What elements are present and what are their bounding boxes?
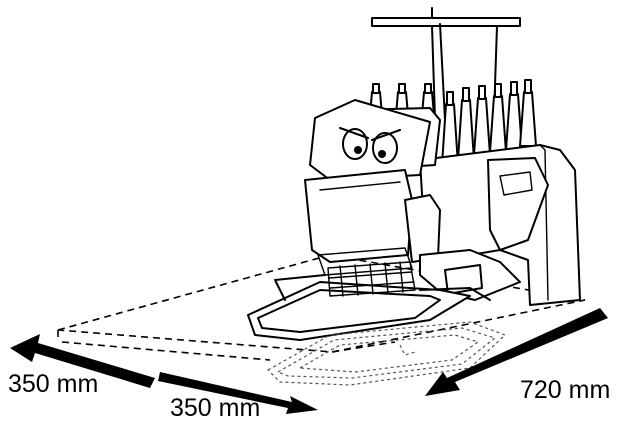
machine-head-face bbox=[309, 99, 431, 181]
left-depth-label: 350 mm bbox=[8, 370, 98, 398]
width-label: 720 mm bbox=[520, 376, 610, 404]
clearance-area-outline bbox=[57, 254, 586, 361]
width-arrow bbox=[425, 308, 608, 396]
operation-panel bbox=[487, 157, 549, 251]
eyes bbox=[339, 127, 401, 164]
hoop-grid bbox=[327, 261, 416, 297]
front-depth-arrow bbox=[158, 372, 318, 414]
embroidery-hoop bbox=[247, 261, 491, 341]
left-depth-arrow bbox=[10, 334, 155, 388]
hoop-movement-ghost bbox=[267, 321, 507, 386]
front-depth-label: 350 mm bbox=[170, 394, 260, 422]
machine-body bbox=[304, 99, 581, 306]
